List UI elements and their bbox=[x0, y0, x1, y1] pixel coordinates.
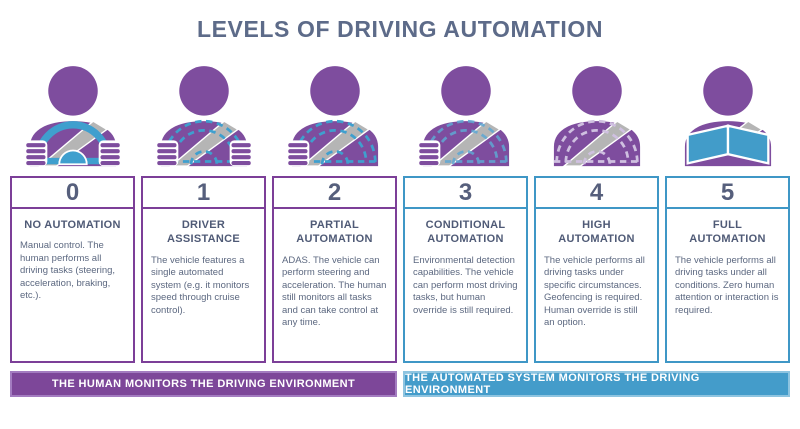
passenger-ghost-wheel-icon bbox=[542, 53, 652, 171]
level-description: Manual control. The human performs all d… bbox=[20, 240, 116, 302]
level-card-3: 3 CONDITIONAL AUTOMATION Environmental d… bbox=[403, 176, 528, 363]
level-name: CONDITIONAL AUTOMATION bbox=[425, 219, 506, 246]
level-description: The vehicle features a single automated … bbox=[151, 254, 250, 316]
level-name: FULL AUTOMATION bbox=[689, 219, 766, 246]
level-name: DRIVER ASSISTANCE bbox=[166, 219, 241, 246]
level-number: 5 bbox=[667, 178, 788, 209]
page-title: LEVELS OF DRIVING AUTOMATION bbox=[196, 16, 604, 42]
level-card-5: 5 FULL AUTOMATION The vehicle performs a… bbox=[665, 176, 790, 363]
level-number: 3 bbox=[405, 178, 526, 209]
human-monitors-banner: THE HUMAN MONITORS THE DRIVING ENVIRONME… bbox=[10, 371, 397, 397]
level-column-5: 5 FULL AUTOMATION The vehicle performs a… bbox=[665, 53, 790, 363]
level-card-4: 4 HIGH AUTOMATION The vehicle performs a… bbox=[534, 176, 659, 363]
level-column-2: 2 PARTIAL AUTOMATION ADAS. The vehicle c… bbox=[272, 53, 397, 363]
level-description: The vehicle performs all driving tasks u… bbox=[544, 254, 645, 329]
driver-one-hand-faded-wheel-icon bbox=[411, 53, 521, 171]
levels-row: 0 NO AUTOMATION Manual control. The huma… bbox=[10, 53, 790, 363]
level-description: The vehicle performs all driving tasks u… bbox=[675, 254, 779, 316]
passenger-reading-book-icon bbox=[673, 53, 783, 171]
level-number: 2 bbox=[274, 178, 395, 209]
level-column-3: 3 CONDITIONAL AUTOMATION Environmental d… bbox=[403, 53, 528, 363]
level-name: NO AUTOMATION bbox=[24, 219, 121, 231]
level-card-0: 0 NO AUTOMATION Manual control. The huma… bbox=[10, 176, 135, 363]
level-number: 0 bbox=[12, 178, 133, 209]
level-column-4: 4 HIGH AUTOMATION The vehicle performs a… bbox=[534, 53, 659, 363]
level-card-2: 2 PARTIAL AUTOMATION ADAS. The vehicle c… bbox=[272, 176, 397, 363]
driver-both-hands-solid-wheel-icon bbox=[18, 53, 128, 171]
footer-bars: THE HUMAN MONITORS THE DRIVING ENVIRONME… bbox=[10, 371, 790, 397]
automated-system-monitors-banner: THE AUTOMATED SYSTEM MONITORS THE DRIVIN… bbox=[403, 371, 790, 397]
level-number: 1 bbox=[143, 178, 264, 209]
level-number: 4 bbox=[536, 178, 657, 209]
level-description: Environmental detection capabilities. Th… bbox=[413, 254, 518, 316]
level-description: ADAS. The vehicle can perform steering a… bbox=[282, 254, 387, 329]
level-name: PARTIAL AUTOMATION bbox=[296, 219, 373, 246]
driver-both-hands-dashed-wheel-icon bbox=[149, 53, 259, 171]
level-column-0: 0 NO AUTOMATION Manual control. The huma… bbox=[10, 53, 135, 363]
driver-one-hand-dashed-wheel-icon bbox=[280, 53, 390, 171]
level-column-1: 1 DRIVER ASSISTANCE The vehicle features… bbox=[141, 53, 266, 363]
level-card-1: 1 DRIVER ASSISTANCE The vehicle features… bbox=[141, 176, 266, 363]
level-name: HIGH AUTOMATION bbox=[558, 219, 635, 246]
